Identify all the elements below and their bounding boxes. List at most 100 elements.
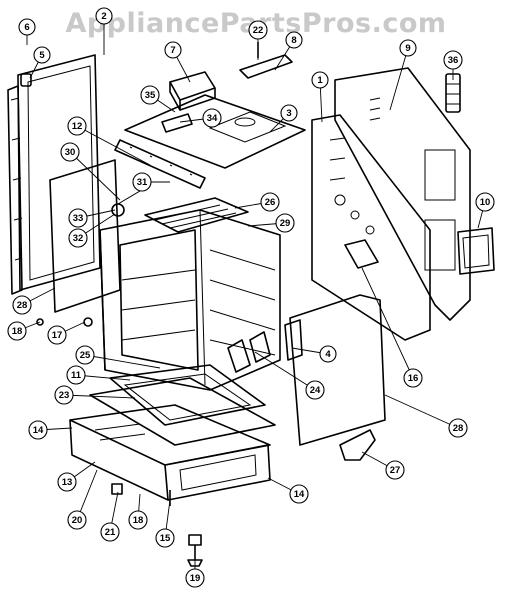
- callout-14: 14: [28, 420, 73, 440]
- part-top-bracket: [239, 54, 293, 79]
- callout-21: 21: [100, 491, 120, 542]
- part-oven-cavity: [99, 209, 281, 391]
- callout-10: 10: [475, 192, 495, 229]
- callout-number: 17: [52, 330, 63, 341]
- part-latch: [161, 113, 193, 133]
- callout-24: 24: [254, 351, 325, 400]
- callout-circle: [100, 522, 120, 542]
- callout-circle: [95, 7, 113, 25]
- callout-leader: [76, 125, 151, 166]
- callout-3: 3: [269, 104, 298, 133]
- callout-leader: [254, 351, 316, 391]
- callout-number: 19: [190, 573, 201, 584]
- callout-number: 21: [105, 527, 116, 538]
- part-burner-element: [144, 197, 249, 233]
- callout-circle: [60, 142, 80, 162]
- callout-27: 27: [361, 451, 405, 480]
- callout-number: 11: [71, 370, 82, 381]
- callout-number: 1: [317, 75, 323, 86]
- callout-12: 12: [67, 116, 151, 166]
- callout-number: 23: [59, 390, 70, 401]
- callout-32: 32: [68, 213, 116, 248]
- callout-number: 24: [310, 385, 321, 396]
- callout-circle: [18, 18, 36, 36]
- part-bracket: [114, 139, 206, 189]
- callout-circle: [202, 108, 222, 128]
- callout-number: 2: [101, 11, 106, 22]
- part-trim-strip: [7, 85, 23, 295]
- callout-16: 16: [361, 267, 423, 388]
- callout-circle: [399, 39, 417, 57]
- part-clip: [20, 73, 32, 87]
- callout-number: 30: [65, 147, 76, 158]
- callout-number: 36: [448, 55, 459, 66]
- callout-circle: [248, 20, 268, 40]
- callout-number: 18: [12, 326, 23, 337]
- callout-circle: [128, 510, 148, 530]
- callout-number: 20: [72, 515, 83, 526]
- part-small-plate: [457, 227, 495, 275]
- callout-number: 18: [133, 515, 144, 526]
- callout-18: 18: [7, 321, 41, 341]
- callout-7: 7: [164, 41, 191, 83]
- callout-circle: [275, 213, 295, 233]
- callout-circle: [185, 568, 205, 588]
- callout-36: 36: [443, 50, 463, 80]
- part-back-panel: [311, 114, 431, 341]
- callout-15: 15: [155, 499, 175, 548]
- part-side-bracket: [284, 319, 303, 361]
- callout-circle: [12, 295, 32, 315]
- callout-number: 9: [405, 43, 410, 54]
- callout-number: 28: [453, 423, 464, 434]
- callout-circle: [67, 510, 87, 530]
- callout-number: 7: [170, 45, 175, 56]
- callout-leader: [361, 267, 414, 379]
- callout-number: 31: [137, 177, 148, 188]
- callout-circle: [57, 472, 77, 492]
- part-rear-panel: [334, 67, 471, 321]
- callout-circle: [155, 528, 175, 548]
- callout-circle: [280, 104, 298, 122]
- callout-4: 4: [291, 345, 337, 363]
- part-side-panel: [17, 54, 101, 291]
- callout-2: 2: [95, 7, 113, 55]
- callout-circle: [311, 71, 329, 89]
- callout-number: 5: [39, 50, 45, 61]
- callout-number: 13: [62, 477, 73, 488]
- callout-number: 10: [480, 197, 491, 208]
- callout-number: 34: [207, 113, 218, 124]
- callout-circle: [164, 41, 182, 59]
- part-insulation-sheet-left: [49, 159, 121, 313]
- part-insulation-sheet-right: [289, 294, 386, 446]
- callout-29: 29: [247, 213, 295, 233]
- part-bottom-tray: [89, 364, 276, 446]
- callout-number: 28: [17, 300, 28, 311]
- callout-number: 6: [24, 22, 29, 33]
- callout-22: 22: [248, 20, 268, 60]
- callout-number: 32: [73, 233, 84, 244]
- callout-leader: [384, 394, 459, 429]
- part-top-plate: [124, 94, 306, 169]
- callout-circle: [33, 46, 51, 64]
- callout-circle: [385, 460, 405, 480]
- part-bottom-drawer: [69, 404, 271, 501]
- callout-circle: [443, 50, 463, 70]
- callout-28: 28: [12, 287, 56, 315]
- callout-circle: [475, 192, 495, 212]
- callout-number: 27: [390, 465, 401, 476]
- part-control-box: [169, 71, 216, 111]
- callout-number: 4: [325, 349, 331, 360]
- callout-number: 14: [294, 489, 305, 500]
- callout-30: 30: [60, 142, 121, 201]
- callout-number: 15: [160, 533, 171, 544]
- callout-17: 17: [47, 321, 86, 345]
- callout-8: 8: [274, 31, 303, 71]
- callout-number: 22: [253, 25, 264, 36]
- callout-circle: [448, 418, 468, 438]
- callout-circle: [67, 116, 87, 136]
- callout-19: 19: [185, 555, 205, 588]
- callout-number: 3: [286, 108, 291, 119]
